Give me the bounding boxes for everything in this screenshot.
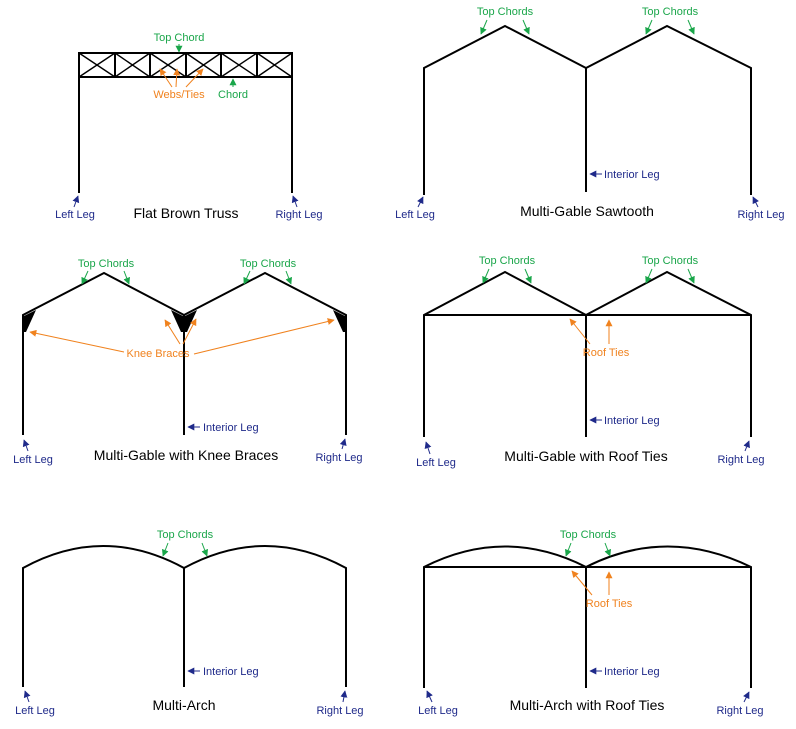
arrow-knee-braces-interior-right [182,318,197,345]
multi-arch-roof-ties-structure [423,545,752,688]
label-left-leg: Left Leg [395,209,435,221]
roof-ties-structure [423,270,752,437]
arrow-right-leg [743,691,750,703]
arrow-top-chords-b [604,542,612,557]
arrow-top-chords-2a [645,19,653,35]
label-top-chords-1: Top Chords [78,258,135,270]
label-top-chords-2: Top Chords [642,255,699,267]
label-left-leg: Left Leg [55,209,95,221]
caption-multi-gable-roof-ties: Multi-Gable with Roof Ties [504,448,667,464]
label-right-leg: Right Leg [737,209,784,221]
label-top-chords: Top Chords [157,529,214,541]
arrow-top-chords-1b [524,268,532,284]
label-right-leg: Right Leg [275,209,322,221]
arrow-top-chords-2a [645,268,653,284]
label-top-chords-1: Top Chords [477,6,534,18]
caption-multi-arch-roof-ties: Multi-Arch with Roof Ties [510,697,665,713]
label-webs-ties: Webs/Ties [153,89,205,101]
multi-arch-structure [22,545,347,687]
arrow-webs-ties-right [185,68,204,88]
label-chord: Chord [218,89,248,101]
panel-multi-gable-knee-braces: Top Chords Top Chords Knee Braces Interi… [13,258,362,466]
arrow-left-leg [426,690,433,703]
label-interior-leg: Interior Leg [203,422,259,434]
arrow-top-chords-2b [687,19,695,35]
label-right-leg: Right Leg [315,452,362,464]
knee-brace-interior-left [171,310,183,332]
arrow-roof-ties-left [571,570,593,596]
caption-flat-brown-truss: Flat Brown Truss [133,205,238,221]
label-interior-leg: Interior Leg [203,666,259,678]
caption-multi-gable-sawtooth: Multi-Gable Sawtooth [520,203,654,219]
arrow-top-chords-1a [480,19,488,35]
arrow-right-leg [752,196,759,208]
label-right-leg: Right Leg [716,705,763,717]
arrow-top-chords-2b [687,268,695,284]
arrow-top-chords-1a [81,270,89,285]
label-roof-ties: Roof Ties [583,347,630,359]
label-left-leg: Left Leg [13,454,53,466]
panel-flat-brown-truss: Top Chord Webs/Ties Chord Left Leg Right… [55,32,322,221]
arrow-top-chords-2a [243,270,251,285]
arrow-webs-ties-mid [173,68,181,88]
label-roof-ties: Roof Ties [586,598,633,610]
caption-multi-gable-knee-braces: Multi-Gable with Knee Braces [94,447,278,463]
label-interior-leg: Interior Leg [604,666,660,678]
label-left-leg: Left Leg [416,457,456,469]
arrow-left-leg [22,439,30,452]
arrow-top-chords-a [564,542,572,557]
arrow-top-chords-b [201,542,209,557]
arrow-top-chords-1a [482,268,490,284]
caption-multi-arch: Multi-Arch [152,697,215,713]
arrow-knee-braces-left [29,329,125,353]
arrow-webs-ties-left [159,68,173,88]
knee-brace-structure [22,271,347,435]
arrow-right-leg [291,195,299,208]
arrow-top-chords-1b [123,270,131,285]
label-right-leg: Right Leg [717,454,764,466]
label-knee-braces: Knee Braces [127,348,190,360]
label-top-chords-2: Top Chords [240,258,297,270]
arrow-right-leg [340,690,348,703]
arrow-right-leg [339,438,347,450]
arrow-knee-braces-right [193,318,335,355]
arrow-knee-braces-interior-left [164,319,181,345]
arrow-top-chords-a [161,542,169,557]
sawtooth-structure [423,24,752,195]
label-left-leg: Left Leg [15,705,55,717]
knee-brace-left [24,310,36,332]
arrow-left-leg [417,196,424,208]
panel-multi-arch-roof-ties: Top Chords Roof Ties Interior Leg Left L… [418,529,763,717]
label-top-chords-1: Top Chords [479,255,536,267]
label-interior-leg: Interior Leg [604,169,660,181]
arrow-top-chords-1b [522,19,530,35]
panel-multi-arch: Top Chords Interior Leg Left Leg Right L… [15,529,363,717]
panel-multi-gable-roof-ties: Top Chords Top Chords Roof Ties Interior… [416,255,764,469]
label-top-chord: Top Chord [154,32,205,44]
arrow-left-leg [23,690,31,703]
arrow-top-chords-2b [285,270,293,285]
label-right-leg: Right Leg [316,705,363,717]
knee-brace-right [333,310,345,332]
label-top-chords: Top Chords [560,529,617,541]
arrow-left-leg [424,441,432,455]
label-left-leg: Left Leg [418,705,458,717]
arrow-roof-ties-left [569,318,591,345]
panel-multi-gable-sawtooth: Top Chords Top Chords Interior Leg Left … [395,6,784,221]
label-top-chords-2: Top Chords [642,6,699,18]
arrow-left-leg [72,195,80,208]
truss-structure [78,52,293,193]
arrow-right-leg [743,440,750,452]
label-interior-leg: Interior Leg [604,415,660,427]
